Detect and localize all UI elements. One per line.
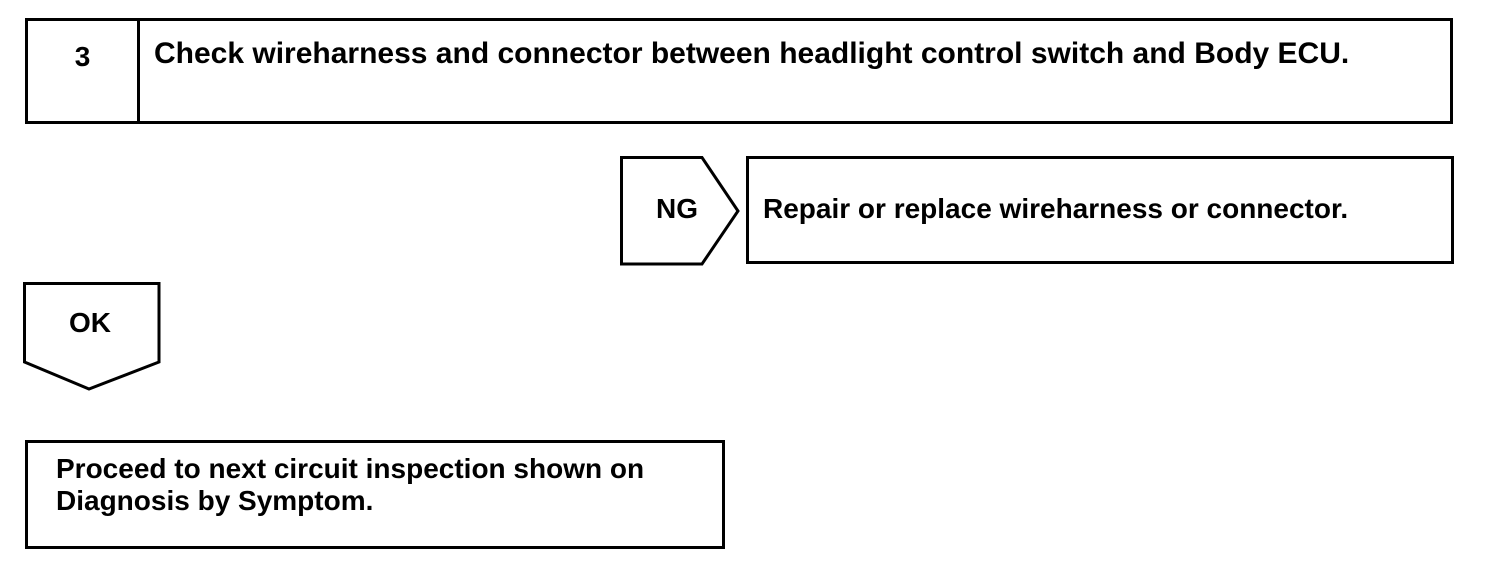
step-number: 3 [28,21,140,121]
ng-action-text: Repair or replace wireharness or connect… [763,193,1349,224]
ok-arrow-icon [23,282,161,391]
ok-action-box: Proceed to next circuit inspection shown… [25,440,725,549]
ng-action-box: Repair or replace wireharness or connect… [746,156,1454,264]
ok-arrow-outline [23,282,161,391]
ng-arrow-outline [620,156,740,266]
ng-arrow-icon [620,156,740,266]
ok-action-text: Proceed to next circuit inspection shown… [56,453,645,516]
step-box: 3 Check wireharness and connector betwee… [25,18,1453,124]
ok-label: OK [69,307,111,338]
ng-label: NG [656,193,698,224]
step-title: Check wireharness and connector between … [154,37,1350,70]
